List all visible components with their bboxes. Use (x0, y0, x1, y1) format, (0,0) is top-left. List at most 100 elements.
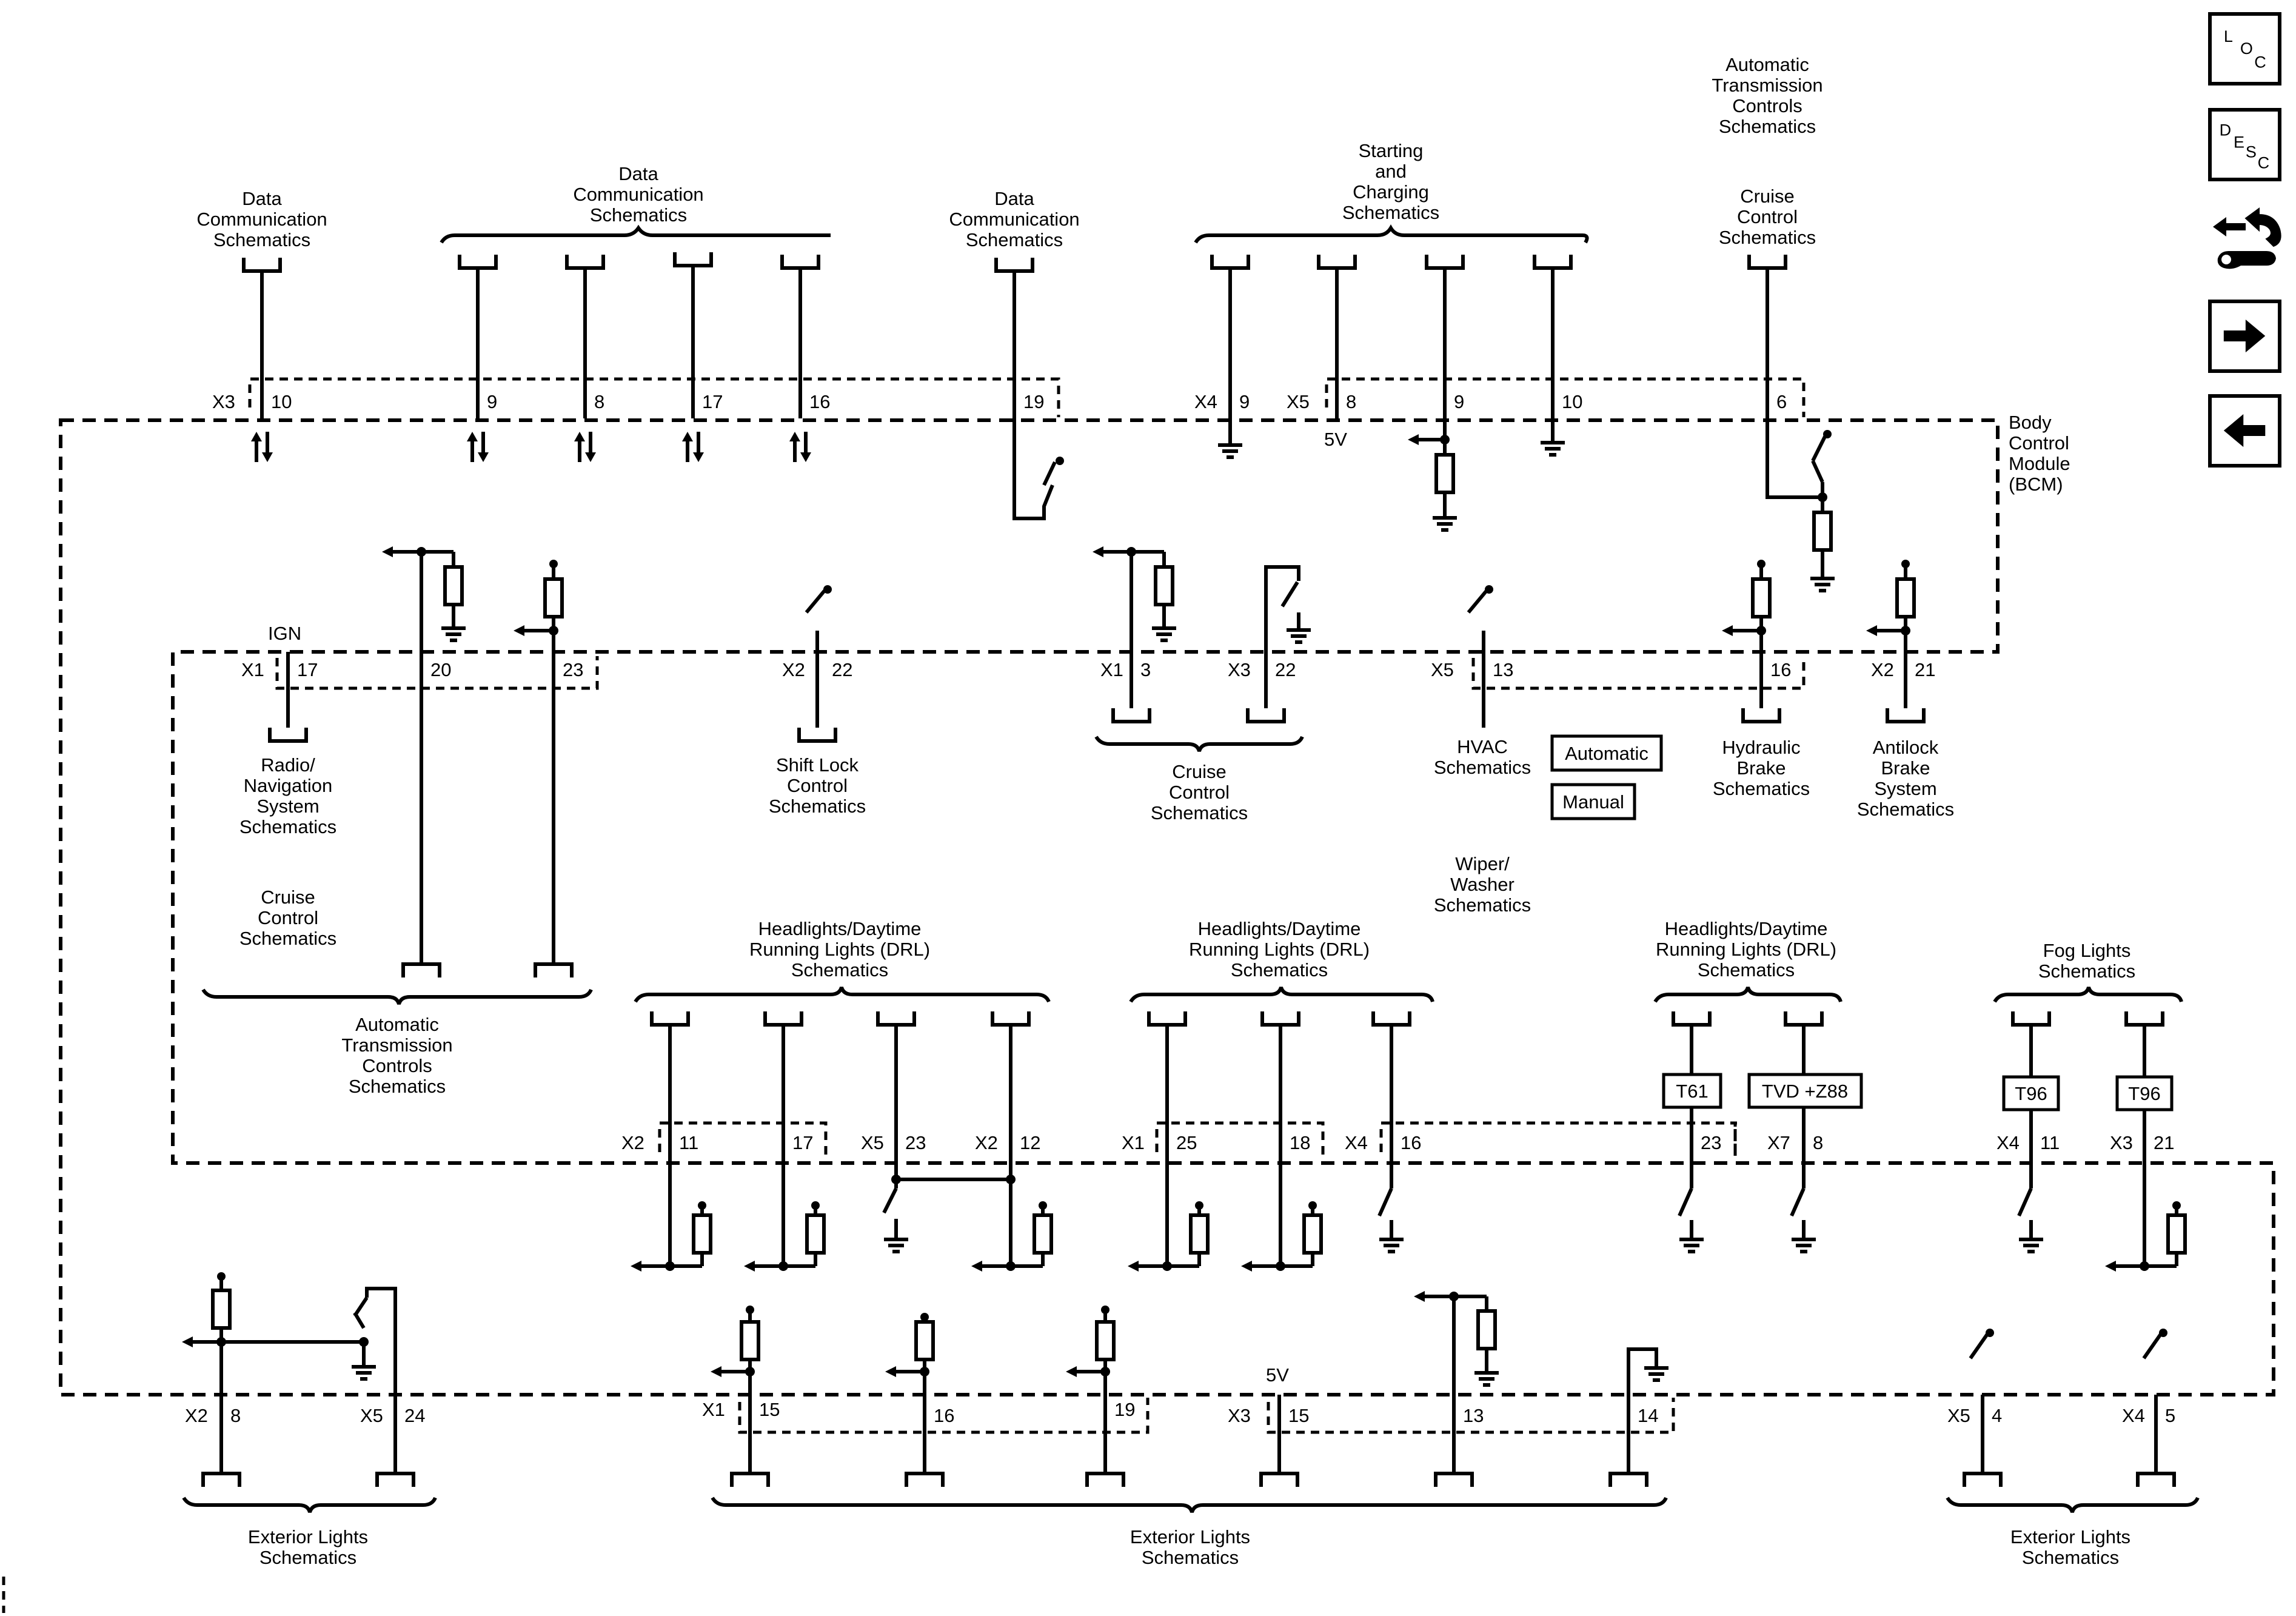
svg-text:Running Lights (DRL): Running Lights (DRL) (1656, 939, 1836, 960)
svg-text:Radio/: Radio/ (261, 754, 315, 776)
desc-letter-d: D (2220, 121, 2232, 139)
option-tvd-z88: TVD +Z88 (1762, 1081, 1848, 1102)
svg-text:Data: Data (242, 188, 282, 209)
svg-text:15: 15 (759, 1399, 780, 1420)
bottom-wire-14 (1610, 1347, 1668, 1487)
ref-data-comm-b[interactable]: Data Communication Schematics (573, 163, 703, 226)
pin-16: 16 (809, 391, 830, 412)
ref-exterior-lights-1[interactable]: Exterior Lights Schematics (248, 1526, 368, 1568)
location-button[interactable]: L O C (2208, 12, 2281, 85)
svg-text:Schematics: Schematics (2022, 1547, 2119, 1568)
pin-x3-10: 10 (271, 391, 292, 412)
svg-text:17: 17 (792, 1132, 813, 1153)
ref-data-comm-a[interactable]: Data Communication Schematics (196, 188, 327, 250)
row3-wire-x5-23 (878, 1011, 1011, 1252)
bottom-wire-x5-4 (1964, 1329, 2001, 1487)
svg-text:Schematics: Schematics (239, 816, 336, 837)
svg-text:Schematics: Schematics (590, 204, 687, 226)
ref-cruise-left[interactable]: Cruise Control Schematics (239, 887, 336, 949)
option-manual[interactable]: Manual (1550, 783, 1636, 820)
svg-text:25: 25 (1176, 1132, 1197, 1153)
ref-data-comm-c[interactable]: Data Communication Schematics (949, 188, 1079, 250)
bcm-outline (59, 418, 2275, 1396)
svg-text:Communication: Communication (573, 184, 703, 205)
row3-wire-x1-25 (1128, 1011, 1208, 1272)
description-button[interactable]: D E S C (2208, 108, 2281, 181)
desc-letter-s: S (2246, 143, 2257, 161)
mid-wire-x2-22 (799, 585, 835, 741)
ref-cruise-mid[interactable]: Cruise Control Schematics (1151, 761, 1248, 823)
pin-x2-b: X2 (1871, 659, 1894, 680)
pin-x3-22: 22 (1275, 659, 1296, 680)
svg-text:Running Lights (DRL): Running Lights (DRL) (1189, 939, 1370, 960)
svg-text:X4: X4 (1996, 1132, 2020, 1153)
previous-button[interactable] (2208, 394, 2281, 468)
option-t96-b: T96 (2128, 1083, 2160, 1104)
bcm-label-line1: Body (2009, 412, 2052, 433)
bcm-label: Body Control Module (BCM) (2009, 412, 2070, 495)
svg-text:Control: Control (1737, 206, 1798, 227)
svg-text:Schematics: Schematics (239, 928, 336, 949)
pin-x2-22: 22 (832, 659, 852, 680)
bcm-label-line4: (BCM) (2009, 474, 2063, 495)
ref-cruise-top[interactable]: Cruise Control Schematics (1719, 186, 1816, 248)
ref-wiper-washer[interactable]: Wiper/ Washer Schematics (1434, 853, 1531, 916)
ref-hvac[interactable]: HVAC Schematics (1434, 736, 1531, 778)
option-t61: T61 (1676, 1081, 1708, 1102)
ref-auto-trans-mid[interactable]: Automatic Transmission Controls Schemati… (341, 1014, 452, 1097)
svg-text:Automatic: Automatic (1725, 54, 1809, 75)
pin-x5-10: 10 (1562, 391, 1582, 412)
ref-drl-1[interactable]: Headlights/Daytime Running Lights (DRL) … (749, 918, 930, 981)
svg-text:Automatic: Automatic (355, 1014, 439, 1035)
svg-text:13: 13 (1463, 1405, 1484, 1426)
ref-antilock-brake[interactable]: Antilock Brake System Schematics (1857, 737, 1954, 820)
ref-fog-lights[interactable]: Fog Lights Schematics (2038, 940, 2135, 982)
top-wire-x3-10 (244, 258, 280, 462)
svg-text:Brake: Brake (1881, 757, 1930, 779)
ref-exterior-lights-3[interactable]: Exterior Lights Schematics (2010, 1526, 2130, 1568)
pin-23: 23 (563, 659, 583, 680)
svg-text:Headlights/Daytime: Headlights/Daytime (1198, 918, 1361, 939)
ref-radio-nav[interactable]: Radio/ Navigation System Schematics (239, 754, 336, 837)
svg-text:14: 14 (1638, 1405, 1658, 1426)
pin-x3-mid: X3 (1228, 659, 1251, 680)
svg-text:Schematics: Schematics (1719, 227, 1816, 248)
ref-starting-charging[interactable]: Starting and Charging Schematics (1342, 140, 1439, 223)
option-automatic[interactable]: Automatic (1550, 734, 1663, 772)
svg-text:18: 18 (1290, 1132, 1310, 1153)
pin-x1-3: 3 (1140, 659, 1151, 680)
mid-wire-23 (514, 560, 572, 977)
svg-text:11: 11 (679, 1132, 698, 1153)
svg-text:Cruise: Cruise (1172, 761, 1227, 782)
svg-text:Communication: Communication (196, 209, 327, 230)
ref-drl-2[interactable]: Headlights/Daytime Running Lights (DRL) … (1189, 918, 1370, 981)
svg-text:21: 21 (2154, 1132, 2174, 1153)
ref-drl-3[interactable]: Headlights/Daytime Running Lights (DRL) … (1656, 918, 1836, 981)
svg-text:15: 15 (1288, 1405, 1309, 1426)
ref-shift-lock[interactable]: Shift Lock Control Schematics (769, 754, 866, 817)
row3-wire-18 (1241, 1011, 1321, 1272)
top-pin-labels: X3 10 9 8 17 16 19 X4 9 X5 8 9 10 6 5V (212, 391, 1787, 450)
row3-pin-labels: X2 11 17 X5 23 X2 12 X1 25 18 X4 16 23 X… (621, 1132, 2174, 1153)
top-wire-x5-10 (1535, 255, 1571, 455)
ref-hydraulic-brake[interactable]: Hydraulic Brake Schematics (1713, 737, 1810, 799)
desc-letter-c: C (2258, 154, 2270, 172)
svg-text:23: 23 (1701, 1132, 1721, 1153)
ref-auto-trans-top[interactable]: Automatic Transmission Controls Schemati… (1712, 54, 1822, 137)
ref-exterior-lights-2[interactable]: Exterior Lights Schematics (1130, 1526, 1250, 1568)
bottom-wire-13 (1414, 1291, 1499, 1487)
connector-wrench-icon[interactable] (2208, 200, 2284, 279)
top-wire-9 (460, 255, 496, 462)
option-codes: T61 TVD +Z88 T96 T96 (1676, 1081, 2160, 1104)
row3-wire-x4-16 (1373, 1011, 1410, 1252)
svg-text:Shift Lock: Shift Lock (776, 754, 859, 776)
svg-text:X3: X3 (1228, 1405, 1251, 1426)
arrow-left-icon (2223, 414, 2266, 448)
svg-text:4: 4 (1992, 1405, 2002, 1426)
next-button[interactable] (2208, 300, 2281, 373)
svg-text:Manual: Manual (1562, 791, 1624, 813)
arrow-right-icon (2223, 320, 2266, 353)
svg-text:16: 16 (1401, 1132, 1421, 1153)
top-wire-17 (675, 252, 711, 462)
